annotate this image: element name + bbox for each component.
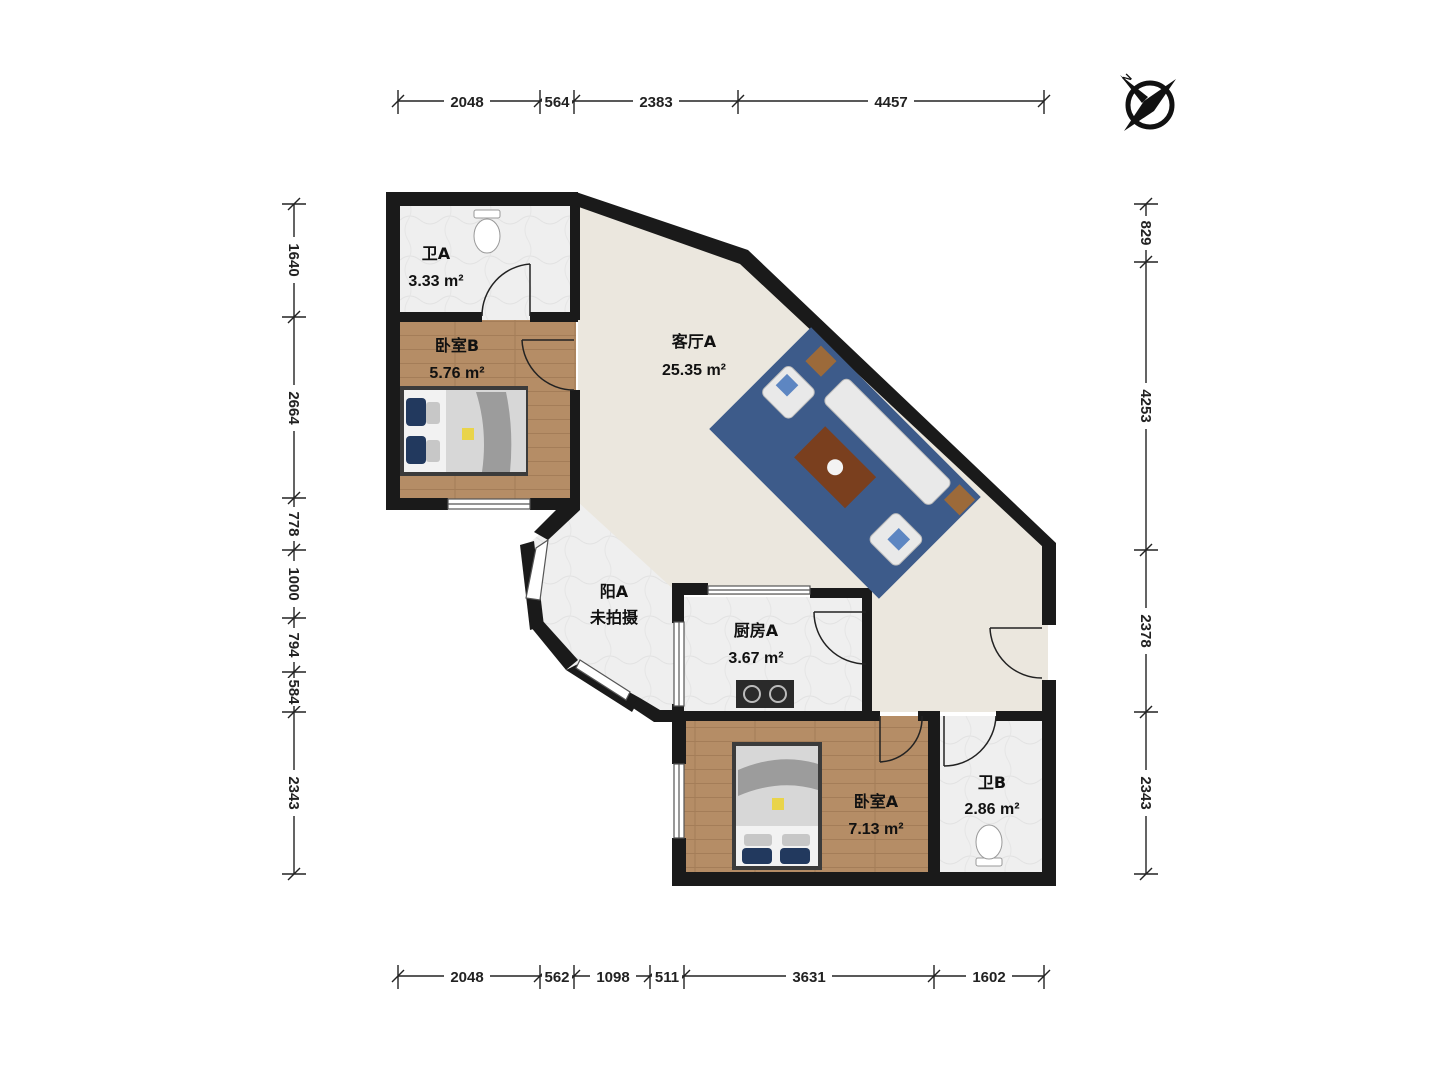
room-name-bath-b: 卫B	[978, 773, 1006, 792]
bed-b-icon	[400, 386, 528, 476]
dim-right-1: 829	[1137, 220, 1154, 245]
dim-bottom-2: 562	[544, 969, 569, 986]
dim-top	[391, 90, 1051, 114]
dim-left-3: 778	[285, 511, 302, 536]
sofa-set-icon	[709, 327, 981, 599]
dim-bottom-3: 1098	[596, 969, 629, 986]
dim-top-labels: 2048 564 2383 4457	[444, 92, 914, 111]
door-kitchen[interactable]	[813, 611, 867, 665]
dim-left-7: 2343	[285, 776, 302, 809]
dim-bottom-5: 3631	[792, 969, 825, 986]
dim-left-4: 1000	[285, 567, 302, 600]
dim-left-labels: 1640 2664 778 1000 794 584 2343	[285, 237, 303, 816]
dim-bottom-1: 2048	[450, 969, 483, 986]
room-area-bedroom-a: 7.13 m²	[848, 821, 903, 838]
door-bath-a[interactable]	[481, 263, 531, 317]
dim-right-2: 4253	[1137, 389, 1154, 422]
room-name-bath-a: 卫A	[422, 244, 451, 263]
room-area-bedroom-b: 5.76 m²	[429, 365, 484, 382]
room-area-living: 25.35 m²	[662, 362, 726, 379]
room-name-living: 客厅A	[672, 332, 717, 351]
dim-left-5: 794	[285, 632, 302, 658]
dim-right-labels: 829 4253 2378 2343	[1137, 216, 1155, 816]
toilet-b-icon	[975, 824, 1003, 867]
room-name-kitchen: 厨房A	[734, 621, 779, 640]
dim-bottom-labels: 2048 562 1098 511 3631 1602	[444, 967, 1012, 986]
dim-left-2: 2664	[285, 391, 302, 425]
windows	[447, 498, 811, 839]
dim-bottom	[391, 965, 1051, 989]
room-name-bedroom-a: 卧室A	[854, 792, 899, 811]
door-bath-b[interactable]	[943, 715, 997, 767]
dim-right-4: 2343	[1137, 776, 1154, 809]
walls	[386, 192, 1056, 886]
room-area-bath-b: 2.86 m²	[964, 801, 1019, 818]
dim-left-1: 1640	[285, 243, 302, 276]
door-entrance[interactable]	[989, 627, 1043, 679]
room-area-bath-a: 3.33 m²	[408, 273, 463, 290]
door-bedroom-a[interactable]	[879, 715, 923, 763]
room-area-kitchen: 3.67 m²	[728, 650, 783, 667]
room-name-bedroom-b: 卧室B	[435, 336, 479, 355]
room-labels: 卫A 3.33 m² 卧室B 5.76 m² 客厅A 25.35 m² 阳A 未…	[408, 244, 1019, 838]
bed-a-icon	[732, 742, 822, 870]
dim-top-1: 2048	[450, 94, 483, 111]
room-area-balcony: 未拍摄	[589, 608, 639, 627]
dim-left-6: 584	[285, 679, 302, 705]
doors[interactable]	[481, 263, 1043, 767]
dim-bottom-6: 1602	[972, 969, 1005, 986]
dim-right-3: 2378	[1137, 614, 1154, 647]
dim-top-4: 4457	[874, 94, 907, 111]
dim-top-3: 2383	[639, 94, 672, 111]
floors	[398, 202, 1048, 876]
room-name-balcony: 阳A	[600, 582, 629, 601]
compass-north-label: N	[1120, 72, 1134, 86]
dim-top-2: 564	[544, 94, 570, 111]
toilet-a-icon	[473, 209, 501, 254]
dim-right	[1134, 197, 1158, 881]
compass-icon: N	[1120, 72, 1176, 131]
stove-icon	[736, 680, 794, 708]
furniture	[400, 209, 1003, 870]
door-bedroom-b[interactable]	[521, 339, 575, 391]
dim-bottom-4: 511	[655, 969, 679, 986]
